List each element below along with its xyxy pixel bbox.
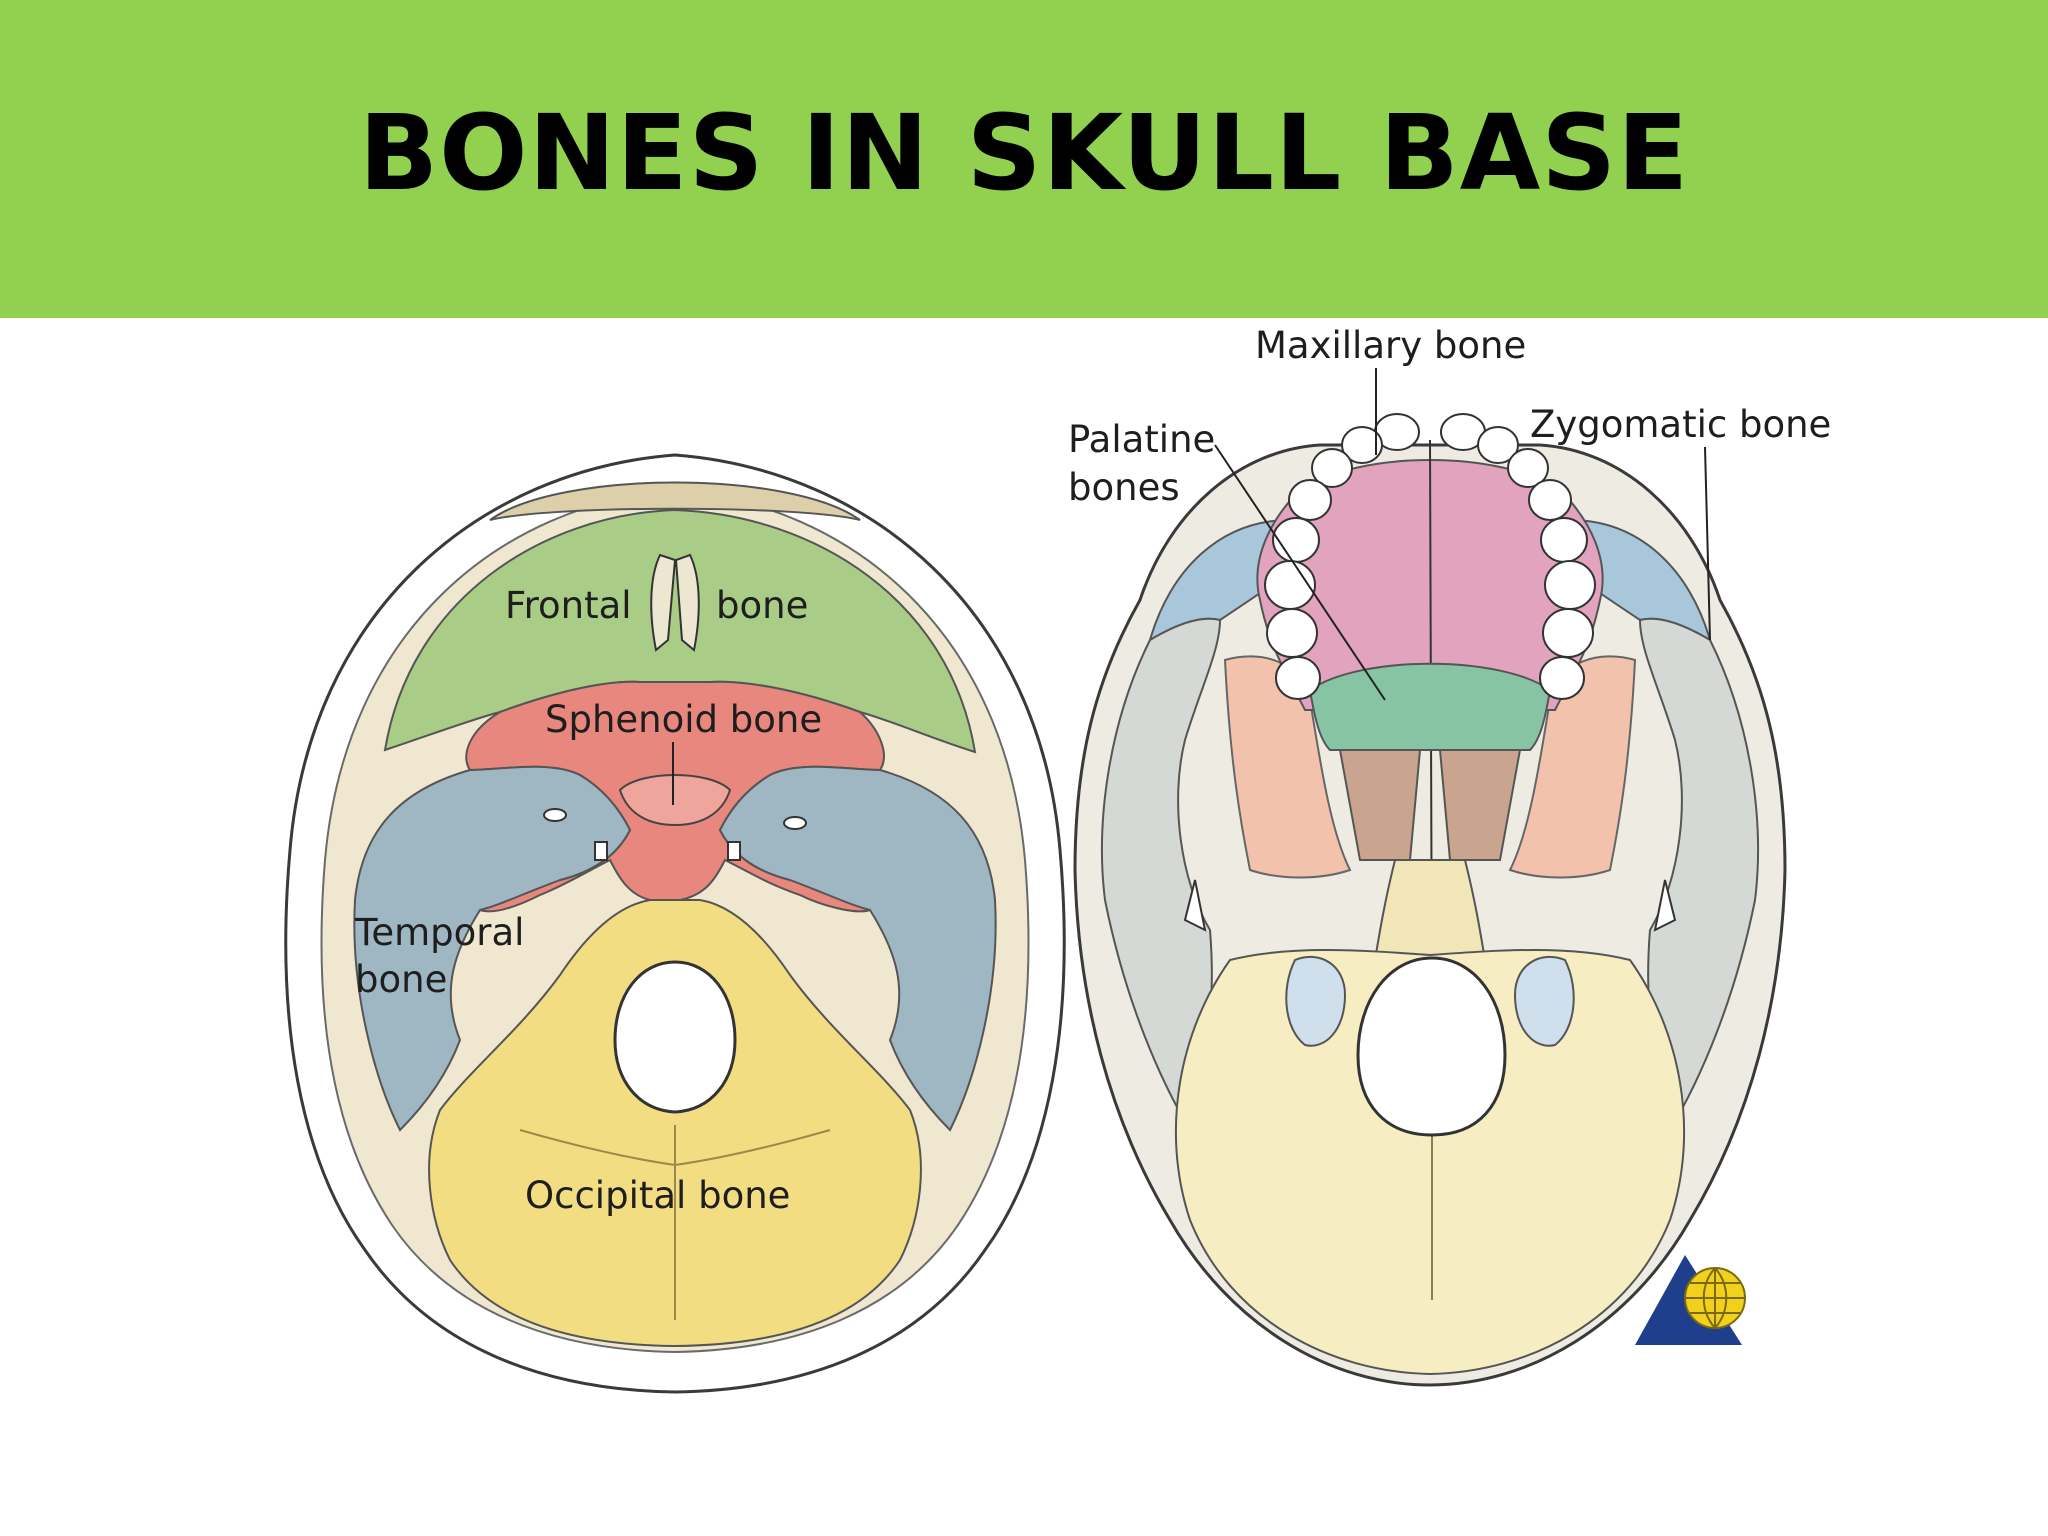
- occipital-bone-inferior: [1174, 949, 1686, 1376]
- styloid-right: [1653, 879, 1677, 932]
- label-temporal-line1: Temporal: [354, 911, 524, 954]
- label-sphenoid: Sphenoid bone: [545, 698, 822, 741]
- temporal-bone-left-region: [353, 765, 632, 1132]
- label-frontal-left: Frontal: [505, 584, 632, 627]
- label-temporal-line2: bone: [355, 958, 447, 1001]
- basilar-part: [1373, 859, 1487, 961]
- foramen-magnum-inferior: [1356, 956, 1507, 1137]
- occipital-bone-region: [428, 899, 922, 1348]
- temporal-bone-right-region: [718, 765, 997, 1132]
- label-occipital: Occipital bone: [525, 1174, 790, 1217]
- foramen-left: [543, 808, 567, 822]
- foramen-lacerum-right: [727, 841, 741, 861]
- label-maxillary: Maxillary bone: [1255, 324, 1526, 367]
- occipital-condyle-left: [1285, 955, 1347, 1047]
- inferior-skull-view: Maxillary bone Palatine bones Zygomatic …: [1068, 324, 1831, 1387]
- crista-galli: [650, 553, 700, 652]
- leader-palatine: [1214, 444, 1386, 701]
- skull-rim: [284, 453, 1066, 1394]
- label-zygomatic: Zygomatic bone: [1530, 403, 1831, 446]
- label-palatine-line2: bones: [1068, 466, 1180, 509]
- occipital-ridges: [519, 1125, 831, 1320]
- slide-title: BONES IN SKULL BASE: [358, 92, 1690, 214]
- foramen-right: [783, 816, 807, 830]
- foramen-lacerum-left: [594, 841, 608, 861]
- frontal-crest: [489, 481, 861, 521]
- label-palatine-line1: Palatine: [1068, 418, 1215, 461]
- interior-skull-view: Frontal bone Sphenoid bone Temporal bone…: [284, 453, 1066, 1394]
- leader-zygomatic: [1704, 446, 1711, 641]
- styloid-left: [1183, 879, 1207, 932]
- foramen-magnum: [613, 960, 737, 1114]
- globe-triangle-logo: [1635, 1255, 1746, 1345]
- palatine-bone-region: [1308, 662, 1552, 751]
- label-frontal-right: bone: [716, 584, 808, 627]
- teeth-arch: [1264, 413, 1596, 700]
- title-bar: [0, 0, 2048, 318]
- sella-turcica: [618, 774, 732, 827]
- occipital-condyle-right: [1513, 955, 1575, 1047]
